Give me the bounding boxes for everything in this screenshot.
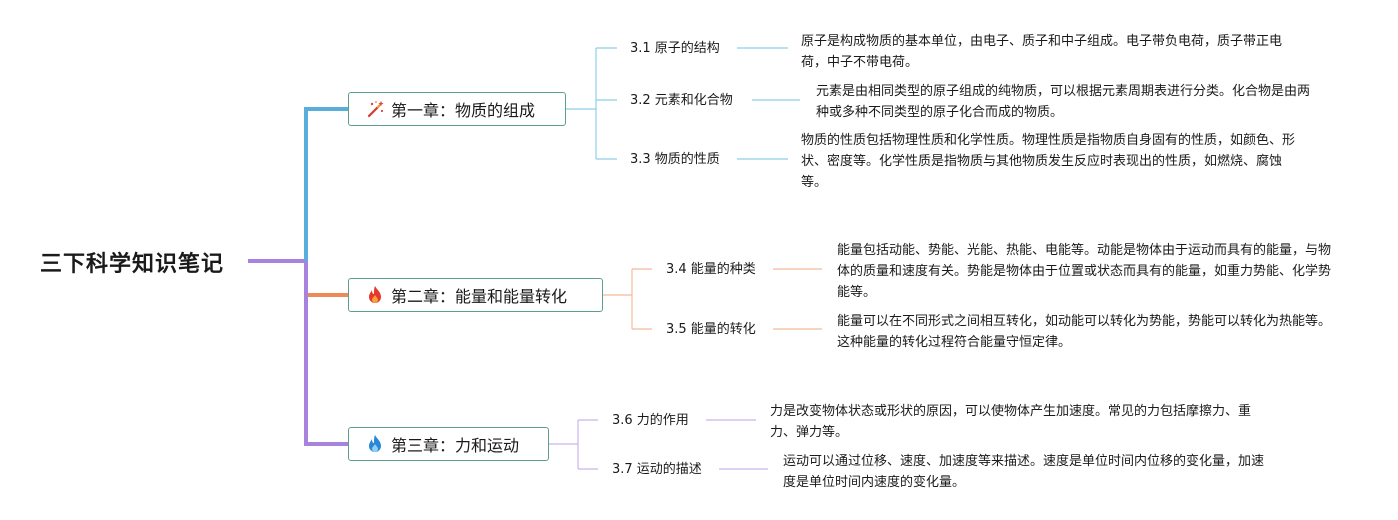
topic-3-6-desc: 力是改变物体状态或形状的原因，可以使物体产生加速度。常见的力包括摩擦力、重力、弹… — [770, 404, 1252, 440]
chapter-3-node[interactable]: 第三章：力和运动 — [348, 427, 549, 461]
topic-3-3-label[interactable]: 3.3 物质的性质 — [630, 152, 720, 167]
chapter-1-connector — [304, 107, 348, 261]
chapter-1-subtree — [566, 47, 800, 160]
topic-3-6-label[interactable]: 3.6 力的作用 — [612, 413, 689, 428]
topic-3-3-desc: 物质的性质包括物理性质和化学性质。物理性质是指物质自身固有的性质，如颜色、形状、… — [801, 133, 1296, 190]
topic-3-7-label[interactable]: 3.7 运动的描述 — [612, 462, 702, 477]
topic-3-5-label[interactable]: 3.5 能量的转化 — [666, 322, 756, 337]
topic-3-1-label[interactable]: 3.1 原子的结构 — [630, 41, 720, 56]
chapter-3-subtree — [549, 419, 768, 470]
root-title[interactable]: 三下科学知识笔记 — [40, 252, 225, 277]
chapter-2-subtree — [603, 268, 822, 330]
chapter-2-node[interactable]: 第二章：能量和能量转化 — [348, 278, 603, 312]
chapter-2-connector — [304, 261, 348, 297]
topic-3-1-desc: 原子是构成物质的基本单位，由电子、质子和中子组成。电子带负电荷，质子带正电荷，中… — [801, 34, 1283, 70]
blue-flame-icon — [365, 434, 385, 454]
chapter-1-label: 第一章：物质的组成 — [391, 101, 536, 120]
magic-wand-icon — [365, 99, 385, 119]
topic-3-5-desc: 能量可以在不同形式之间相互转化，如动能可以转化为势能，势能可以转化为热能等。这种… — [837, 314, 1332, 350]
topic-3-4-label[interactable]: 3.4 能量的种类 — [666, 262, 756, 277]
fire-icon — [365, 285, 385, 305]
topic-3-4-desc: 能量包括动能、势能、光能、热能、电能等。动能是物体由于运动而具有的能量，与物体的… — [837, 243, 1332, 300]
topic-3-2-desc: 元素是由相同类型的原子组成的纯物质，可以根据元素周期表进行分类。化合物是由两种或… — [816, 84, 1311, 120]
topic-3-2-label[interactable]: 3.2 元素和化合物 — [630, 93, 733, 108]
topic-3-7-desc: 运动可以通过位移、速度、加速度等来描述。速度是单位时间内位移的变化量，加速度是单… — [783, 454, 1265, 490]
chapter-3-label: 第三章：力和运动 — [391, 436, 520, 455]
chapter-1-node[interactable]: 第一章：物质的组成 — [348, 92, 566, 126]
chapter-2-label: 第二章：能量和能量转化 — [391, 287, 568, 306]
chapter-3-connector — [304, 261, 348, 446]
